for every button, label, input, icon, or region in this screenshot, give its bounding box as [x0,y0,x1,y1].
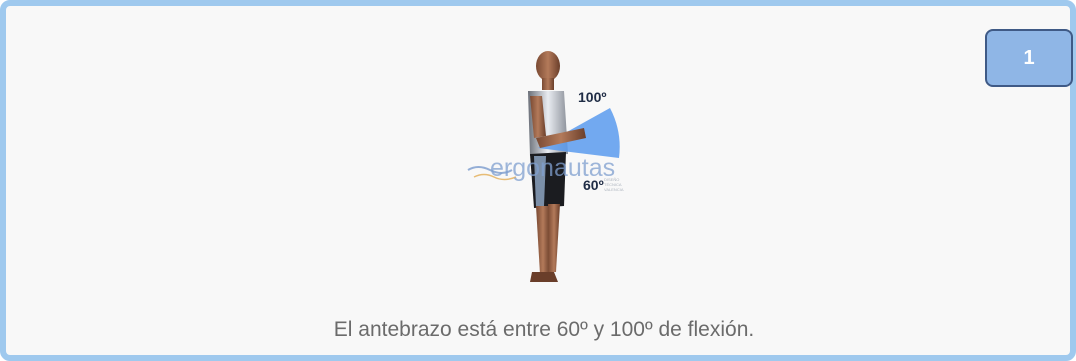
angle-min-label: 60º [583,177,604,193]
watermark-wave-icon [467,166,513,174]
watermark-subtext-3: VALENCIA [604,187,624,192]
watermark-text: ergonautas [490,154,615,182]
option-number: 1 [1023,46,1035,69]
angle-max-label: 100º [578,89,606,105]
watermark-subtext-1: DISEÑO [604,177,619,182]
option-number-badge[interactable]: 1 [985,29,1073,87]
figure-head [536,51,560,81]
figure-forearm [536,128,586,148]
forearm-flexion-illustration: 100º 60º ergonautas DISEÑO TÉCNICA VALEN… [467,51,624,282]
option-caption: El antebrazo está entre 60º y 100º de fl… [333,318,755,341]
watermark-subtext-2: TÉCNICA [604,182,622,187]
